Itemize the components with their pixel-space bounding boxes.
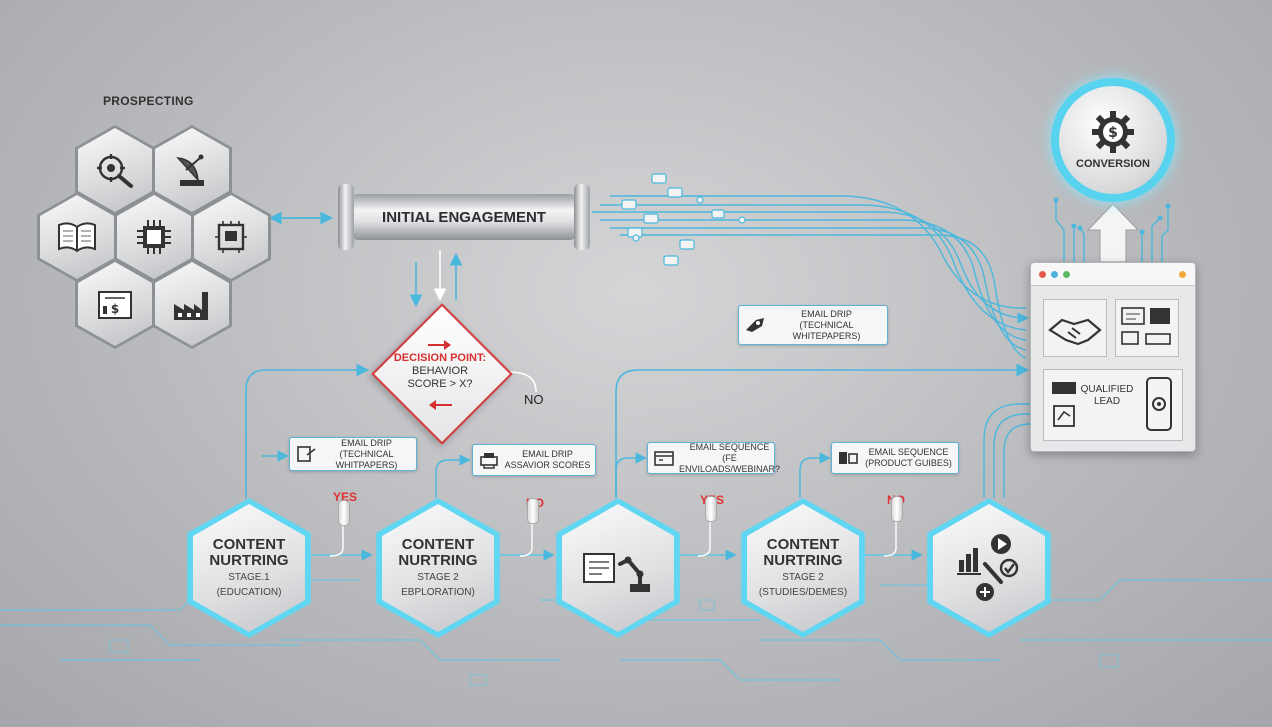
decision-point[interactable]: DECISION POINT: BEHAVIOR SCORE > X? [371, 303, 513, 445]
stage-1-sub2: (EDUCATION) [216, 587, 282, 598]
stage-4-sub2: (STUDIES/DEMES) [758, 587, 848, 598]
email-tag-1[interactable]: EMAIL DRIP(TECHNICAL WHITPAPERS) [289, 437, 417, 471]
stage-1-title1: CONTENT [212, 536, 286, 553]
factory-icon [174, 292, 208, 320]
book-icon [58, 222, 96, 253]
decision-title: DECISION POINT: [393, 352, 487, 364]
qualified-line2: LEAD [1093, 396, 1121, 407]
stage-2-sub1: STAGE 2 [417, 572, 459, 583]
handshake-icon [1048, 318, 1102, 346]
guide-icon [839, 452, 858, 464]
initial-engagement-label: INITIAL ENGAGEMENT [352, 194, 576, 240]
tag-3-line2: (FE ENVILOADS/WEBINAR? [679, 452, 781, 474]
stage-2-title2: NURTRING [398, 552, 478, 569]
prospecting-label: PROSPECTING [103, 94, 194, 108]
stage-4-sub1: STAGE 2 [782, 572, 824, 583]
circuit-board-icon [215, 221, 247, 253]
stage-4-title2: NURTRING [763, 552, 843, 569]
ticket-icon: $ [98, 291, 132, 319]
conversion-node[interactable]: $ CONVERSION [1051, 78, 1175, 202]
stage-2-title1: CONTENT [401, 536, 475, 553]
tag-1-line1: EMAIL DRIP [341, 437, 392, 448]
document-chart-icon [1121, 307, 1171, 345]
svg-text:$: $ [111, 302, 119, 316]
decision-no-label: NO [524, 392, 544, 407]
arrow-left-icon [429, 400, 452, 410]
chip-icon [137, 220, 171, 254]
panel-qualified-lead-card: QUALIFIED LEAD [1043, 369, 1183, 441]
decision-line2: BEHAVIOR [411, 365, 469, 377]
satellite-dish-icon [176, 154, 204, 186]
calendar-icon [654, 451, 674, 466]
rocket-icon [746, 318, 764, 332]
tag-4-line2: (PRODUCT GUIBES) [865, 458, 952, 468]
email-tag-3[interactable]: EMAIL SEQUENCE(FE ENVILOADS/WEBINAR? [647, 442, 780, 474]
phone-icon [1146, 377, 1172, 431]
whitepaper-icon [297, 446, 316, 462]
stage-1-title2: NURTRING [209, 552, 289, 569]
gear-search-icon [97, 154, 133, 188]
blueprint-robot-arm-icon [583, 553, 650, 592]
tag-1-line2: (TECHNICAL WHITPAPERS) [335, 448, 398, 470]
panel-tile-document [1115, 299, 1179, 357]
report-icon [1052, 382, 1076, 427]
email-drip-tag-top[interactable]: EMAIL DRIP(TECHNICAL WHITEPAPERS) [738, 305, 888, 345]
panel-tile-handshake [1043, 299, 1107, 357]
svg-text:$: $ [1108, 125, 1118, 141]
stage-2-sub2: EBPLORATION) [401, 587, 475, 598]
stage-1-sub1: STAGE.1 [228, 572, 270, 583]
tag-3-line1: EMAIL SEQUENCE [689, 441, 770, 452]
printer-icon [480, 453, 498, 469]
tag-top-line1: EMAIL DRIP [801, 308, 852, 319]
tag-2-line2: ASSAVIOR SCORES [504, 460, 591, 470]
qualified-line1: QUALIFIED [1080, 384, 1134, 395]
conversion-label: CONVERSION [1076, 158, 1150, 170]
initial-engagement-pipe[interactable]: INITIAL ENGAGEMENT [338, 184, 590, 250]
chart-play-tools-icon [957, 534, 1019, 601]
tag-4-line1: EMAIL SEQUENCE [868, 447, 949, 457]
tag-top-line2: (TECHNICAL WHITEPAPERS) [792, 319, 861, 341]
tag-2-line1: EMAIL DRIP [522, 449, 573, 459]
decision-line3: SCORE > X? [407, 378, 473, 390]
stage-4-title1: CONTENT [766, 536, 840, 553]
dollar-gear-icon: $ [1092, 111, 1134, 153]
arrow-right-icon [428, 340, 451, 350]
qualified-lead-panel[interactable]: QUALIFIED LEAD [1030, 262, 1196, 452]
email-tag-4[interactable]: EMAIL SEQUENCE(PRODUCT GUIBES) [831, 442, 959, 474]
panel-titlebar [1031, 263, 1195, 286]
